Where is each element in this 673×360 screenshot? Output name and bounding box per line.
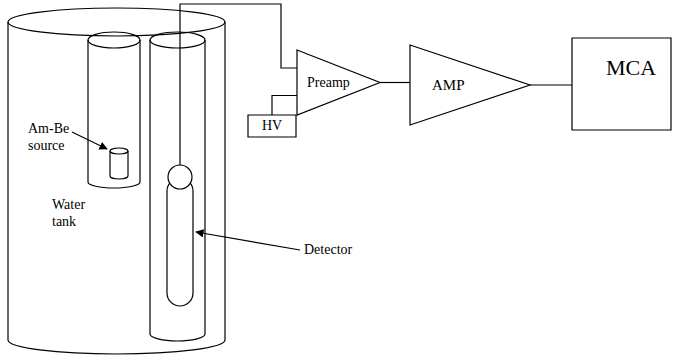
triangle-outline [410, 45, 530, 125]
signal-wire [380, 82, 410, 83]
node-label: Preamp [307, 75, 350, 90]
box-outline [572, 38, 671, 130]
source-label: Am-Be source [28, 121, 78, 155]
instrument-box: HV [248, 115, 296, 137]
amplifier-triangle: AMP [410, 45, 530, 125]
signal-wire [530, 85, 572, 86]
instrument-box: MCA [572, 38, 671, 130]
node-label: HV [262, 118, 282, 133]
node-label: AMP [432, 77, 465, 94]
signal-wire [272, 96, 297, 116]
node-label: MCA [606, 56, 656, 80]
detector-label: Detector [304, 242, 394, 259]
tank-label: Water tank [52, 197, 100, 231]
amplifier-triangle: Preamp [297, 50, 380, 115]
